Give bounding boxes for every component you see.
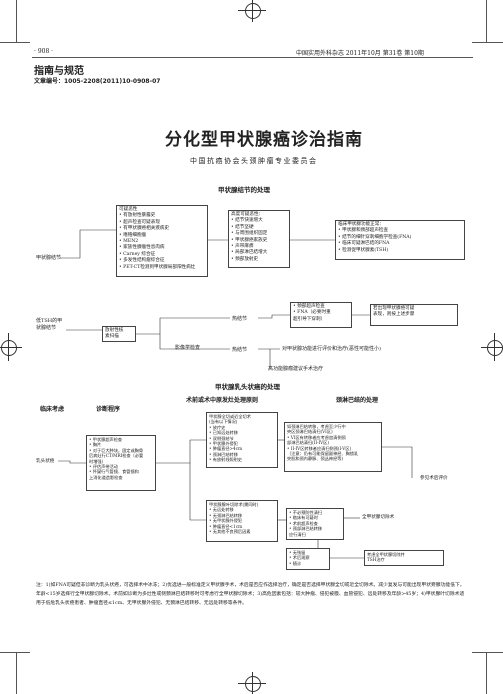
- chart2-start: 乳头状癌: [36, 459, 55, 464]
- isotope-scan-box: 放射性核 素扫描: [102, 326, 136, 342]
- followup-b-box: 考虑全甲状腺切除并 TSH治疗: [364, 550, 444, 566]
- header-rule: [32, 57, 473, 58]
- diag-box: • 甲状腺超声检查 • 胸片 • 对于巨大肿块，固定或胸骨 后病灶行CT/MRI…: [86, 435, 156, 491]
- neck-dissection-b-box: • 不必预防性清扫 • 临床有可疑时 • 术前超声检查 • 颈部淋巴结转移 应行…: [286, 508, 344, 540]
- neck-dissection-a-box: 如颈淋巴结转移，考虑至少行中 央区颈淋巴结清扫(VI区) • VI区有转移者应考…: [284, 422, 382, 472]
- section-tag: 指南与规范: [34, 66, 84, 77]
- col-pre-op: 术前或术中原发灶处理原则: [186, 397, 259, 404]
- suspicious-box: 可疑恶性 • 有放射性暴露史 • 超声检查可疑表现 • 有甲状腺癌相关疾病史 •…: [116, 205, 208, 277]
- high-risk-box: 高度可疑恶性： • 结节快速增大 • 结节坚硬 • 与周围组织固定 • 甲状腺癌…: [228, 210, 290, 268]
- chart2-heading: 甲状腺乳头状癌的处理: [215, 383, 280, 391]
- next-step-box: 若出现甲状腺癌可疑 表现，则按上述步骤: [370, 304, 458, 326]
- hot-nodule: 热结节: [232, 316, 248, 322]
- completion-thyroidectomy: 全甲状腺切除术: [362, 515, 395, 520]
- chart1-start: 甲状腺结节: [36, 255, 62, 261]
- page-number: · 908 ·: [34, 48, 54, 55]
- monitor-text: 高功能腺瘤建议手术治疗: [268, 366, 324, 372]
- col-diag: 诊断程序: [96, 406, 121, 413]
- low-tsh-label: 低TSH的甲状腺结节: [36, 318, 63, 331]
- diagnostic-eval: 影像学检查: [175, 345, 201, 351]
- workup-box: • 颈部超声检查 • FNA（必要时重 超引导下穿刺）: [290, 302, 352, 328]
- journal-info: 中国实用外科杂志 2011年10月 第31卷 第10期: [296, 50, 424, 57]
- warm-nodule: 热结节: [232, 347, 248, 353]
- article-number: 文章编号：1005-2208(2011)10-0908-07: [34, 78, 161, 85]
- followup-a-box: • 无残留 • 术后观察 • 随诊: [286, 548, 330, 570]
- col-lymph: 颈淋巴结的处理: [336, 397, 379, 404]
- footnote: 注：1)如FNA可疑但非诊断为乳头状癌，可选择术中冰冻；2)优选进一般标准定义甲…: [36, 583, 465, 606]
- article-title: 分化型甲状腺癌诊治指南: [165, 130, 363, 150]
- authors: 中国抗癌协会头颈肿瘤专业委员会: [190, 157, 318, 165]
- post-op-eval: 参见术后评价: [420, 476, 448, 481]
- chart1-heading: 甲状腺结节的处理: [218, 186, 270, 194]
- total-thyroidectomy-box: 甲状腺全切或近全切术 (当有以下情况) • 放疗史 • 已知远处转移 • 双侧颈…: [206, 412, 278, 468]
- followup-text: 对甲状腺功能进行评价和治疗(恶性可能性小): [282, 346, 381, 352]
- col-consider: 临床考虑: [40, 406, 65, 413]
- clinical-findings-box: 临床甲状腺功能正常： • 甲状腺和颈部超声检查 • 结节的细针穿刺细胞学检查(F…: [335, 220, 465, 260]
- lobectomy-box: 甲状腺腺叶切除术(需同时) • 无远处转移 • 无颈淋巴结转移 • 无甲状腺外侵…: [206, 500, 278, 542]
